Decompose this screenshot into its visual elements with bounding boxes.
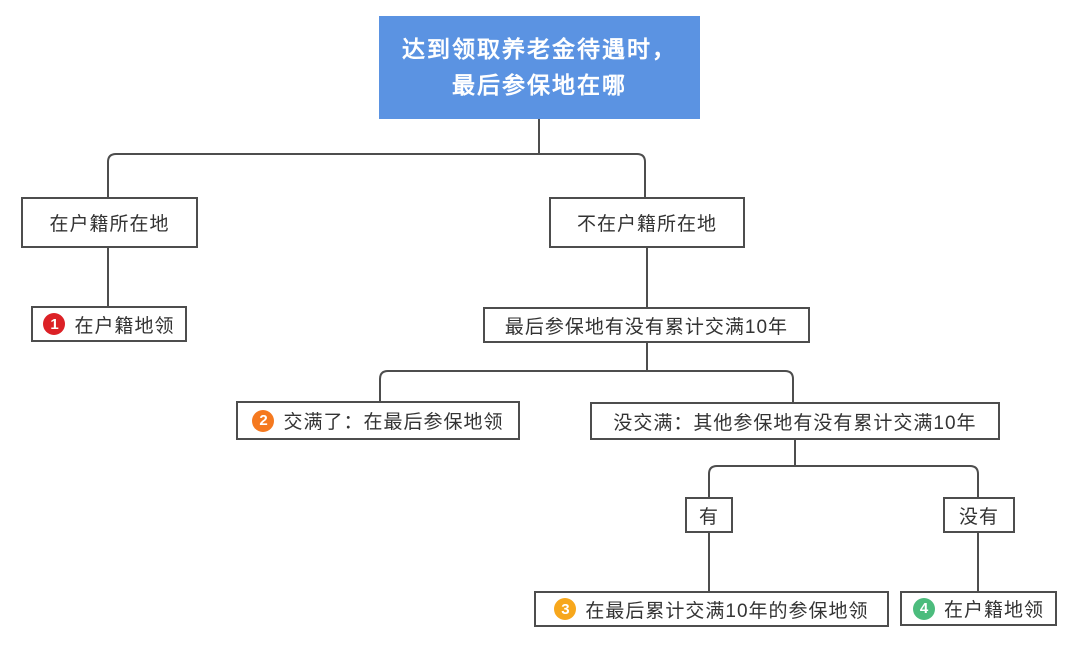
node-has: 有 [685,497,733,533]
node-at-hukou: 在户籍所在地 [21,197,198,248]
node-last-place-10y-label: 最后参保地有没有累计交满10年 [504,316,789,338]
node-other-place-10y-label: 没交满：其他参保地有没有累计交满10年 [613,412,977,434]
connector-otherplace-split [708,440,979,497]
connector-root-split [107,119,646,197]
connector-lastplace-split [379,343,794,402]
badge-1-icon: 1 [43,313,66,335]
node-result2: 2 交满了：在最后参保地领 [236,401,520,440]
root-question-node: 达到领取养老金待遇时， 最后参保地在哪 [379,16,700,119]
node-has-not: 没有 [943,497,1015,533]
node-not-at-hukou-label: 不在户籍所在地 [576,214,717,235]
root-question-line2: 最后参保地在哪 [452,71,627,98]
root-question-line1: 达到领取养老金待遇时， [402,35,677,62]
node-not-at-hukou: 不在户籍所在地 [549,197,745,248]
node-result3-label: 在最后累计交满10年的参保地领 [585,600,869,622]
node-has-label: 有 [698,506,719,528]
node-result4: 4 在户籍地领 [900,591,1057,626]
badge-4-icon: 4 [912,597,935,620]
badge-2-icon: 2 [252,409,275,432]
node-result1-label: 在户籍地领 [74,315,175,337]
node-result3: 3 在最后累计交满10年的参保地领 [534,591,889,627]
node-result4-label: 在户籍地领 [943,600,1044,621]
node-other-place-10y: 没交满：其他参保地有没有累计交满10年 [590,402,1000,440]
node-last-place-10y: 最后参保地有没有累计交满10年 [483,307,810,343]
node-at-hukou-label: 在户籍所在地 [49,214,170,235]
badge-3-icon: 3 [554,598,577,620]
node-result2-label: 交满了：在最后参保地领 [283,412,504,433]
node-result1: 1 在户籍地领 [31,306,187,342]
node-has-not-label: 没有 [958,506,999,528]
